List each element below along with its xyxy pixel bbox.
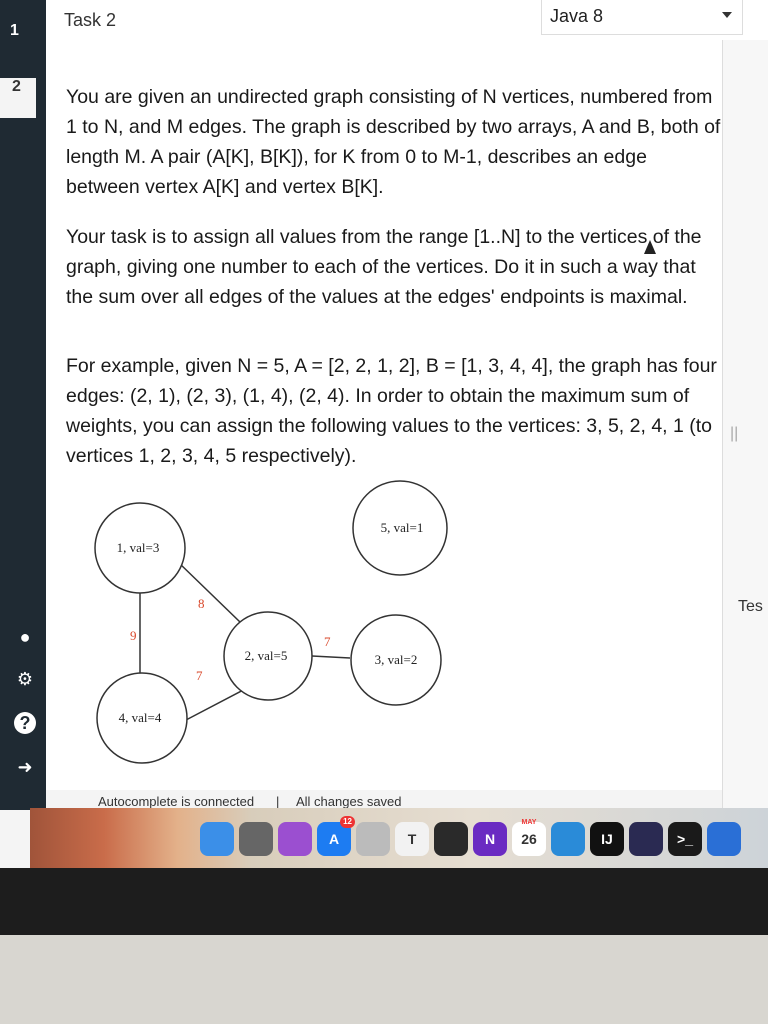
typora-icon[interactable]: T xyxy=(395,822,429,856)
header: Task 2 Java 8 xyxy=(46,0,768,41)
calendar-month-label: MAY xyxy=(521,819,537,826)
intellij-icon[interactable]: IJ xyxy=(590,822,624,856)
language-select[interactable]: Java 8 xyxy=(541,0,743,35)
node-label-4: 4, val=4 xyxy=(119,710,162,725)
graph-node-3 xyxy=(350,614,442,706)
left-gutter: 1 xyxy=(0,0,46,810)
onenote-icon[interactable]: N xyxy=(473,822,507,856)
graph-node-5 xyxy=(352,480,448,576)
node-label-5: 5, val=1 xyxy=(381,520,424,535)
screen: 1 2 Task 2 Java 8 You are given an undir… xyxy=(0,0,768,900)
status-separator: | xyxy=(276,794,280,809)
node-label-3: 3, val=2 xyxy=(375,652,418,667)
node-label-1: 1, val=3 xyxy=(117,540,160,555)
preview-icon[interactable] xyxy=(356,822,390,856)
app-store-icon-label: A xyxy=(328,831,340,847)
activity-icon[interactable] xyxy=(434,822,468,856)
terminal-icon[interactable]: >_ xyxy=(668,822,702,856)
podcasts-icon[interactable] xyxy=(278,822,312,856)
graph-node-1 xyxy=(94,502,186,594)
desk-surface xyxy=(0,935,768,1024)
intellij-icon-label: IJ xyxy=(601,831,613,847)
onenote-icon-label: N xyxy=(484,831,496,847)
language-label: Java 8 xyxy=(550,6,604,26)
finder-icon[interactable] xyxy=(200,822,234,856)
autocomplete-status: Autocomplete is connected xyxy=(98,794,255,809)
problem-panel: You are given an undirected graph consis… xyxy=(46,40,722,810)
node-label-2: 2, val=5 xyxy=(245,648,288,663)
typora-icon-label: T xyxy=(407,831,417,847)
calendar-icon-label: 26 xyxy=(521,831,537,847)
edge-label-2-3: 7 xyxy=(324,634,331,649)
terminal-icon-label: >_ xyxy=(677,831,693,847)
eclipse-icon[interactable] xyxy=(629,822,663,856)
accessibility-icon[interactable]: ● xyxy=(19,627,31,647)
notification-badge: 12 xyxy=(340,816,355,828)
right-panel xyxy=(722,40,768,810)
tests-tab[interactable]: Tes xyxy=(738,598,763,615)
xcode-icon[interactable] xyxy=(707,822,741,856)
graph-node-2 xyxy=(223,611,313,701)
save-status: All changes saved xyxy=(296,794,402,809)
edge-label-2-4: 7 xyxy=(196,668,203,683)
edge-label-1-2: 8 xyxy=(198,596,205,611)
task-tab-1[interactable]: 1 xyxy=(10,22,19,39)
logout-icon[interactable]: ➜ xyxy=(17,757,33,777)
chrome-icon[interactable] xyxy=(239,822,273,856)
problem-paragraph-1: You are given an undirected graph consis… xyxy=(66,86,721,198)
chevron-down-icon xyxy=(722,12,732,18)
calendar-icon[interactable]: MAY 26 xyxy=(512,819,546,856)
task-tab-2[interactable]: 2 xyxy=(0,78,36,118)
problem-paragraph-2: Your task is to assign all values from t… xyxy=(66,226,702,308)
edge-label-1-4: 9 xyxy=(130,628,137,643)
graph-diagram: 1, val=3 2, val=5 3, val=2 4, val=4 5, v… xyxy=(94,480,448,764)
panel-splitter-handle[interactable]: || xyxy=(730,425,739,442)
edge-2-3 xyxy=(311,655,351,659)
graph-node-4 xyxy=(96,672,188,764)
mouse-cursor-icon xyxy=(644,240,656,254)
help-icon[interactable]: ? xyxy=(14,712,36,734)
gear-icon[interactable]: ⚙ xyxy=(16,669,34,689)
vscode-icon[interactable] xyxy=(551,822,585,856)
task-title: Task 2 xyxy=(64,10,117,30)
problem-paragraph-3: For example, given N = 5, A = [2, 2, 1, … xyxy=(66,355,717,467)
